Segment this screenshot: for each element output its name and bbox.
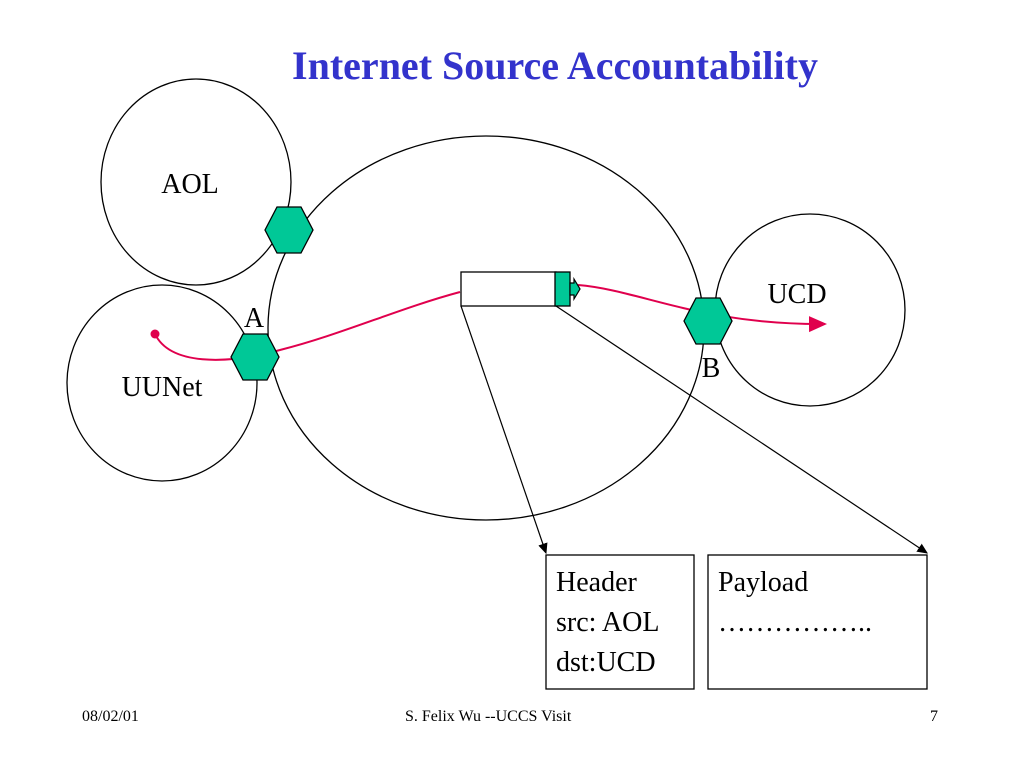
payload-box [707, 554, 928, 690]
uunet-network-circle [66, 284, 258, 482]
header-box [545, 554, 695, 690]
payload-dots: …………….. [718, 607, 872, 638]
footer-page-number: 7 [930, 708, 938, 725]
router-b-hexagon [683, 297, 733, 345]
header-box-text: Header src: AOL dst:UCD [556, 563, 659, 683]
router-aol-hexagon [264, 206, 314, 254]
packet-origin-dot [150, 329, 160, 339]
packet-header-arrow [569, 276, 581, 302]
header-callout-line [460, 305, 548, 555]
footer-date: 08/02/01 [82, 708, 139, 725]
footer-presenter: S. Felix Wu --UCCS Visit [405, 708, 572, 725]
payload-callout-line [555, 305, 928, 554]
router-a-hexagon [230, 333, 280, 381]
packet-path [154, 291, 461, 361]
header-title: Header [556, 567, 637, 598]
packet-body [460, 271, 557, 307]
payload-title: Payload [718, 567, 809, 598]
uunet-label: UUNet [122, 372, 203, 403]
ucd-label: UCD [767, 279, 826, 310]
packet-header-tab [554, 271, 571, 307]
router-a-label: A [244, 303, 265, 334]
ucd-network-circle [714, 213, 906, 407]
header-src: src: AOL [556, 607, 660, 638]
payload-box-text: Payload …………….. [718, 563, 872, 643]
aol-label: AOL [161, 169, 219, 200]
slide-title: Internet Source Accountability [292, 43, 818, 88]
backbone-network-circle [267, 135, 705, 521]
aol-network-circle [100, 78, 292, 286]
header-dst: dst:UCD [556, 647, 656, 678]
packet-path-to-ucd [577, 284, 827, 333]
router-b-label: B [702, 353, 721, 384]
